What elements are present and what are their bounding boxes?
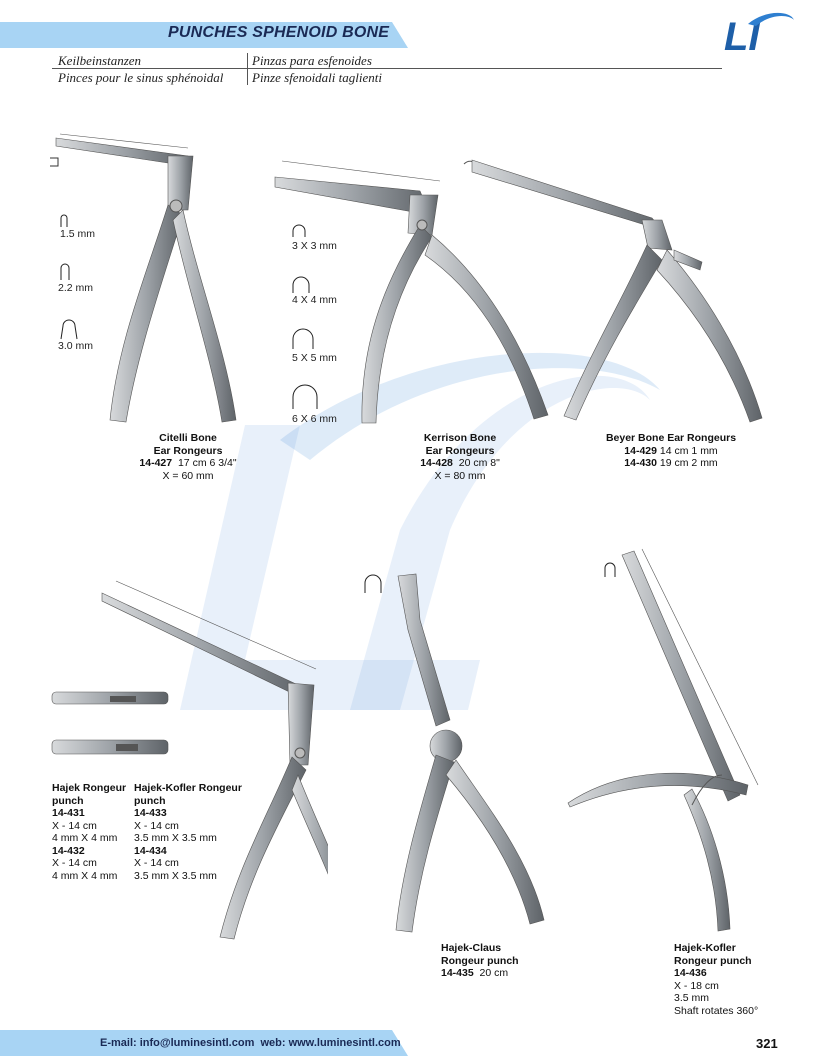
hajek-kofler-small-size-1: 3.5 mm X 3.5 mm bbox=[134, 832, 217, 844]
citelli-size-1: 1.5 mm bbox=[60, 228, 96, 240]
subtitle-german: Keilbeinstanzen bbox=[58, 53, 142, 68]
beyer-code-2: 14-430 bbox=[624, 457, 657, 469]
citelli-rongeur-image bbox=[50, 133, 237, 423]
hajek-claus-caption: Hajek-Claus Rongeur punch 14-435 20 cm bbox=[441, 942, 551, 980]
beyer-desc-2: 19 cm 2 mm bbox=[659, 457, 718, 469]
hajek-claus-rongeur-image bbox=[395, 573, 545, 933]
hajek-claus-name-2: Rongeur punch bbox=[441, 954, 519, 967]
hajek-kofler-small-code-2: 14-434 bbox=[134, 844, 167, 857]
hajek-kofler-caption: Hajek-Kofler Rongeur punch 14-436 X - 18… bbox=[674, 942, 794, 1017]
subtitle-italian: Pinze sfenoidali taglienti bbox=[252, 70, 382, 85]
hajek-kofler-tip-detail-image bbox=[51, 739, 169, 755]
hajek-name-2: punch bbox=[52, 794, 84, 807]
hajek-tip-detail-image bbox=[51, 691, 169, 705]
citelli-caption: Citelli Bone Ear Rongeurs 14-427 17 cm 6… bbox=[128, 432, 248, 482]
hajek-kofler-code: 14-436 bbox=[674, 967, 707, 979]
brand-logo: LI bbox=[724, 12, 794, 58]
hajek-kofler-name-2: Rongeur punch bbox=[674, 954, 752, 967]
kerrison-size-2: 4 X 4 mm bbox=[292, 294, 337, 306]
hajek-kofler-name-1: Hajek-Kofler bbox=[674, 942, 736, 954]
kerrison-size-4: 6 X 6 mm bbox=[292, 413, 337, 425]
citelli-code: 14-427 bbox=[139, 457, 173, 469]
hajek-rongeur-image bbox=[101, 580, 328, 940]
kerrison-name-2: Ear Rongeurs bbox=[425, 444, 495, 457]
hajek-kofler-line-2: 3.5 mm bbox=[674, 992, 710, 1004]
hajek-claus-name-1: Hajek-Claus bbox=[441, 942, 502, 954]
hajek-code-1: 14-431 bbox=[52, 807, 85, 819]
tip-6x6-icon bbox=[292, 384, 318, 409]
tip-3-0mm-icon bbox=[60, 319, 78, 340]
hajek-claus-desc: 20 cm bbox=[479, 967, 509, 979]
citelli-name-1: Citelli Bone bbox=[159, 432, 217, 444]
hajek-kofler-line-3: Shaft rotates 360° bbox=[674, 1004, 759, 1017]
citelli-desc: 17 cm 6 3/4" bbox=[177, 457, 237, 469]
hajek-kofler-small-code-1: 14-433 bbox=[134, 807, 167, 819]
tip-4x4-icon bbox=[292, 276, 310, 293]
beyer-name: Beyer Bone Ear Rongeurs bbox=[605, 432, 737, 444]
tip-2-2mm-icon bbox=[60, 263, 70, 280]
beyer-code-1: 14-429 bbox=[624, 444, 657, 457]
page-number: 321 bbox=[756, 1036, 778, 1051]
beyer-caption: Beyer Bone Ear Rongeurs 14-429 14 cm 1 m… bbox=[596, 432, 746, 470]
subtitle-spanish: Pinzas para esfenoides bbox=[252, 53, 372, 68]
hajek-kofler-small-length-2: X - 14 cm bbox=[134, 857, 179, 869]
subtitle-french: Pinces pour le sinus sphénoidal bbox=[58, 70, 224, 85]
tip-3x3-icon bbox=[292, 224, 306, 237]
hajek-kofler-small-length-1: X - 14 cm bbox=[134, 819, 179, 832]
hajek-length-1: X - 14 cm bbox=[52, 819, 97, 832]
hajek-code-2: 14-432 bbox=[52, 844, 85, 857]
hajek-kofler-small-name-2: punch bbox=[134, 794, 166, 807]
title-banner bbox=[0, 22, 408, 48]
watermark-logo bbox=[180, 352, 660, 710]
kerrison-size-3: 5 X 5 mm bbox=[292, 352, 337, 364]
footer-banner bbox=[0, 1030, 408, 1056]
citelli-name-2: Ear Rongeurs bbox=[153, 444, 223, 457]
hajek-kofler-rongeur-image bbox=[567, 548, 759, 932]
hajek-kofler-small-name-1: Hajek-Kofler Rongeur bbox=[134, 782, 242, 794]
kerrison-name-1: Kerrison Bone bbox=[423, 432, 497, 444]
citelli-size-3: 3.0 mm bbox=[58, 340, 94, 352]
kerrison-size-1: 3 X 3 mm bbox=[292, 240, 337, 252]
hajek-kofler-small-caption: Hajek-Kofler Rongeur punch 14-433 X - 14… bbox=[134, 782, 254, 882]
kerrison-caption: Kerrison Bone Ear Rongeurs 14-428 20 cm … bbox=[400, 432, 520, 482]
kerrison-rongeur-image bbox=[274, 160, 549, 424]
hajek-kofler-small-size-2: 3.5 mm X 3.5 mm bbox=[134, 869, 217, 882]
tip-5x5-icon bbox=[292, 328, 314, 349]
beyer-rongeur-image bbox=[463, 159, 763, 423]
hajek-kofler-tip-icon bbox=[604, 562, 616, 577]
hajek-claus-tip-icon bbox=[364, 574, 382, 593]
citelli-x: X = 60 mm bbox=[162, 469, 214, 482]
hajek-claus-code: 14-435 bbox=[441, 967, 474, 979]
beyer-desc-1: 14 cm 1 mm bbox=[659, 444, 718, 457]
kerrison-x: X = 80 mm bbox=[434, 469, 486, 482]
tip-1-5mm-icon bbox=[60, 214, 68, 227]
hajek-caption: Hajek Rongeur punch 14-431 X - 14 cm 4 m… bbox=[52, 782, 132, 882]
header-rule bbox=[52, 68, 722, 69]
hajek-kofler-line-1: X - 18 cm bbox=[674, 979, 719, 992]
footer-contact: E-mail: info@luminesintl.com web: www.lu… bbox=[100, 1037, 401, 1049]
page-title: PUNCHES SPHENOID BONE bbox=[168, 24, 390, 41]
hajek-name-1: Hajek Rongeur bbox=[52, 782, 127, 794]
citelli-size-2: 2.2 mm bbox=[58, 282, 94, 294]
kerrison-desc: 20 cm 8" bbox=[458, 457, 500, 469]
header-divider bbox=[247, 53, 248, 85]
hajek-length-2: X - 14 cm bbox=[52, 857, 97, 869]
hajek-size-1: 4 mm X 4 mm bbox=[52, 832, 118, 844]
hajek-size-2: 4 mm X 4 mm bbox=[52, 869, 118, 882]
kerrison-code: 14-428 bbox=[420, 457, 453, 469]
